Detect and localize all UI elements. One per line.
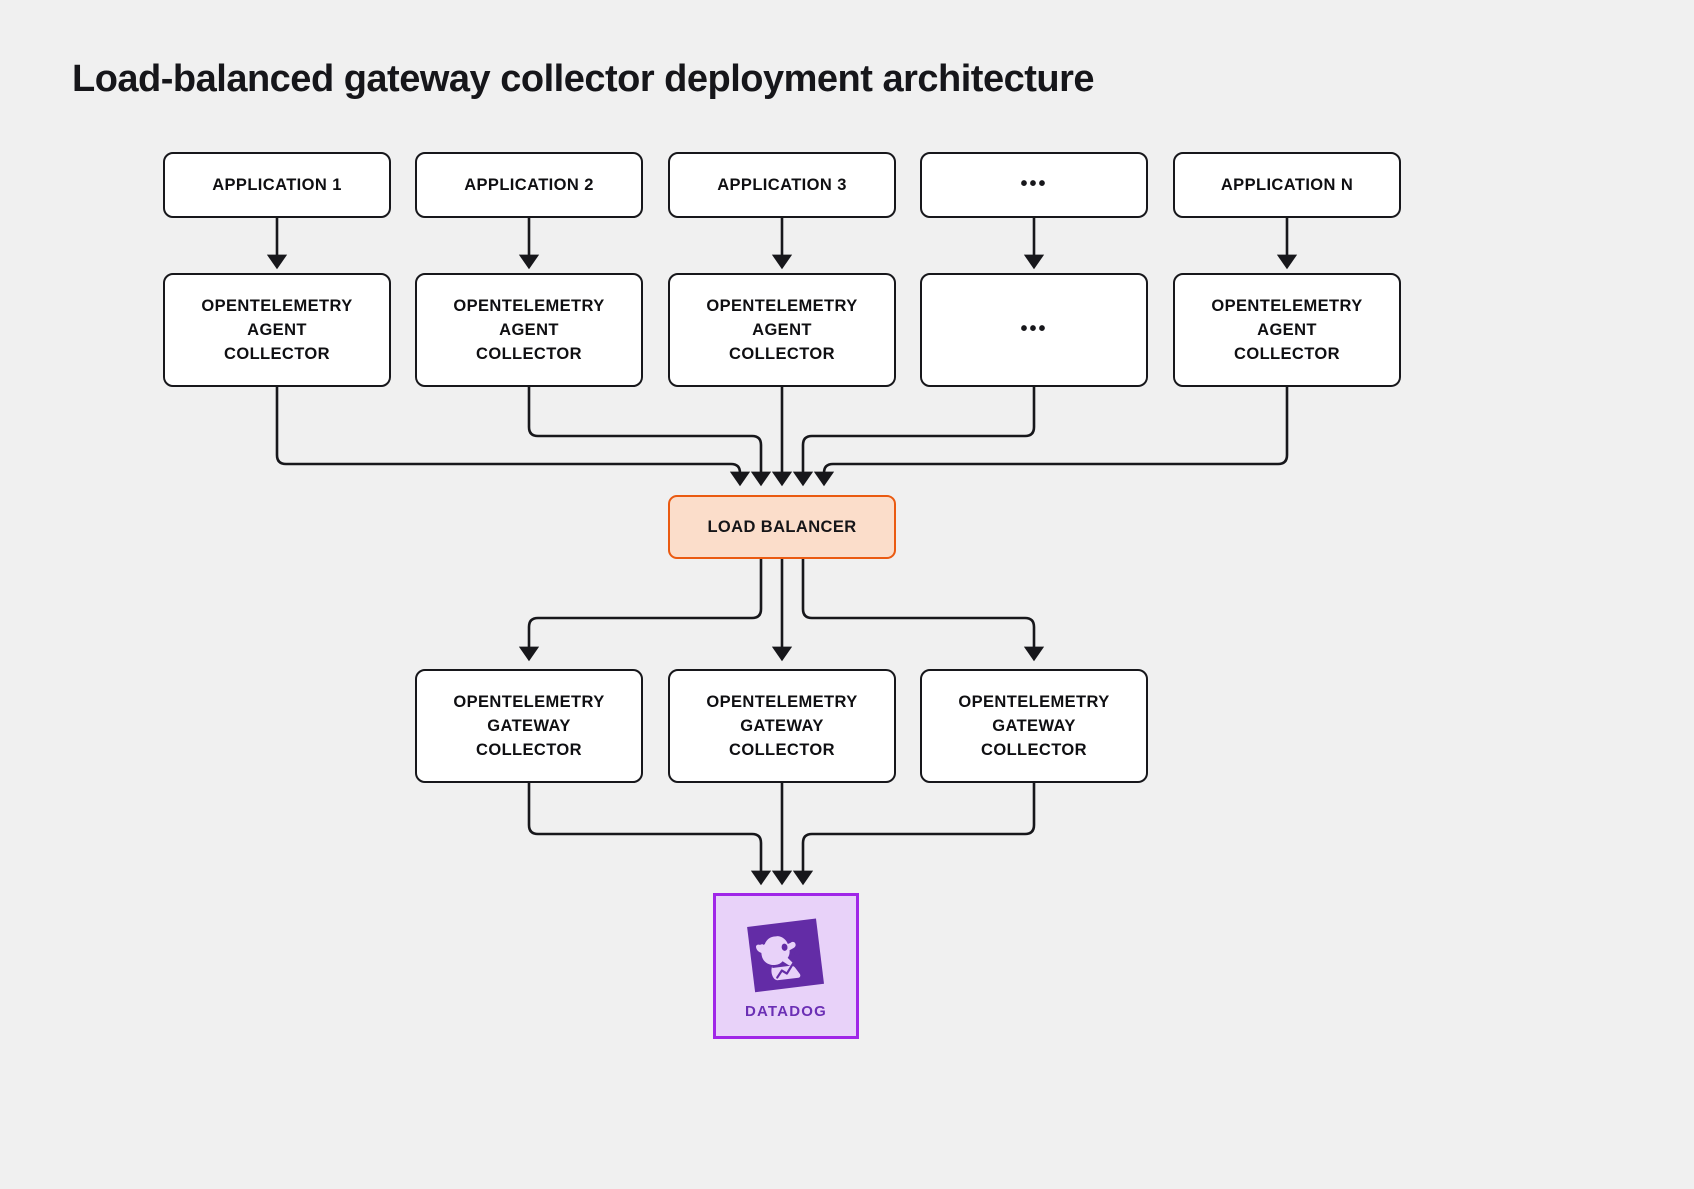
node-label: APPLICATION 2 bbox=[464, 175, 594, 194]
node-application-1[interactable]: APPLICATION 1 bbox=[163, 152, 391, 218]
connector-gateway3-datadog bbox=[792, 783, 1036, 886]
connector-loadbalancer-gateway3 bbox=[801, 559, 1045, 662]
datadog-dog-logo-icon bbox=[747, 918, 824, 992]
node-label: ••• bbox=[1020, 173, 1048, 196]
node-label: OPENTELEMETRY AGENT COLLECTOR bbox=[201, 296, 353, 364]
node-label: ••• bbox=[1020, 318, 1048, 341]
node-application-n[interactable]: APPLICATION N bbox=[1173, 152, 1401, 218]
node-load-balancer[interactable]: LOAD BALANCER bbox=[668, 495, 896, 559]
node-label: OPENTELEMETRY GATEWAY COLLECTOR bbox=[706, 692, 858, 760]
page-title: Load-balanced gateway collector deployme… bbox=[72, 58, 1095, 100]
node-agent-collector-ellipsis[interactable]: ••• bbox=[920, 273, 1148, 387]
node-label: OPENTELEMETRY AGENT COLLECTOR bbox=[453, 296, 605, 364]
node-agent-collector-3[interactable]: OPENTELEMETRY AGENT COLLECTOR bbox=[668, 273, 896, 387]
node-label: OPENTELEMETRY GATEWAY COLLECTOR bbox=[453, 692, 605, 760]
datadog-wordmark: DATADOG bbox=[744, 1002, 827, 1020]
connector-agent1-loadbalancer bbox=[275, 387, 751, 487]
node-gateway-collector-3[interactable]: OPENTELEMETRY GATEWAY COLLECTOR bbox=[920, 669, 1148, 783]
node-agent-collector-n[interactable]: OPENTELEMETRY AGENT COLLECTOR bbox=[1173, 273, 1401, 387]
node-gateway-collector-1[interactable]: OPENTELEMETRY GATEWAY COLLECTOR bbox=[415, 669, 643, 783]
connector-agent2-loadbalancer bbox=[527, 387, 772, 487]
node-application-3[interactable]: APPLICATION 3 bbox=[668, 152, 896, 218]
node-application-2[interactable]: APPLICATION 2 bbox=[415, 152, 643, 218]
node-label: OPENTELEMETRY GATEWAY COLLECTOR bbox=[958, 692, 1110, 760]
connector-agentn-loadbalancer bbox=[813, 387, 1289, 487]
node-label: APPLICATION 1 bbox=[212, 175, 342, 194]
node-application-ellipsis[interactable]: ••• bbox=[920, 152, 1148, 218]
node-label: LOAD BALANCER bbox=[707, 517, 857, 536]
node-label: OPENTELEMETRY AGENT COLLECTOR bbox=[706, 296, 858, 364]
node-label: OPENTELEMETRY AGENT COLLECTOR bbox=[1211, 296, 1363, 364]
node-agent-collector-2[interactable]: OPENTELEMETRY AGENT COLLECTOR bbox=[415, 273, 643, 387]
connector-loadbalancer-gateway1 bbox=[518, 559, 763, 662]
connector-gateway1-datadog bbox=[527, 783, 772, 886]
node-gateway-collector-2[interactable]: OPENTELEMETRY GATEWAY COLLECTOR bbox=[668, 669, 896, 783]
node-agent-collector-1[interactable]: OPENTELEMETRY AGENT COLLECTOR bbox=[163, 273, 391, 387]
node-label: APPLICATION N bbox=[1220, 175, 1354, 194]
connector-agentellipsis-loadbalancer bbox=[792, 387, 1036, 487]
node-label: APPLICATION 3 bbox=[717, 175, 847, 194]
node-datadog[interactable]: DATADOG bbox=[713, 893, 859, 1039]
